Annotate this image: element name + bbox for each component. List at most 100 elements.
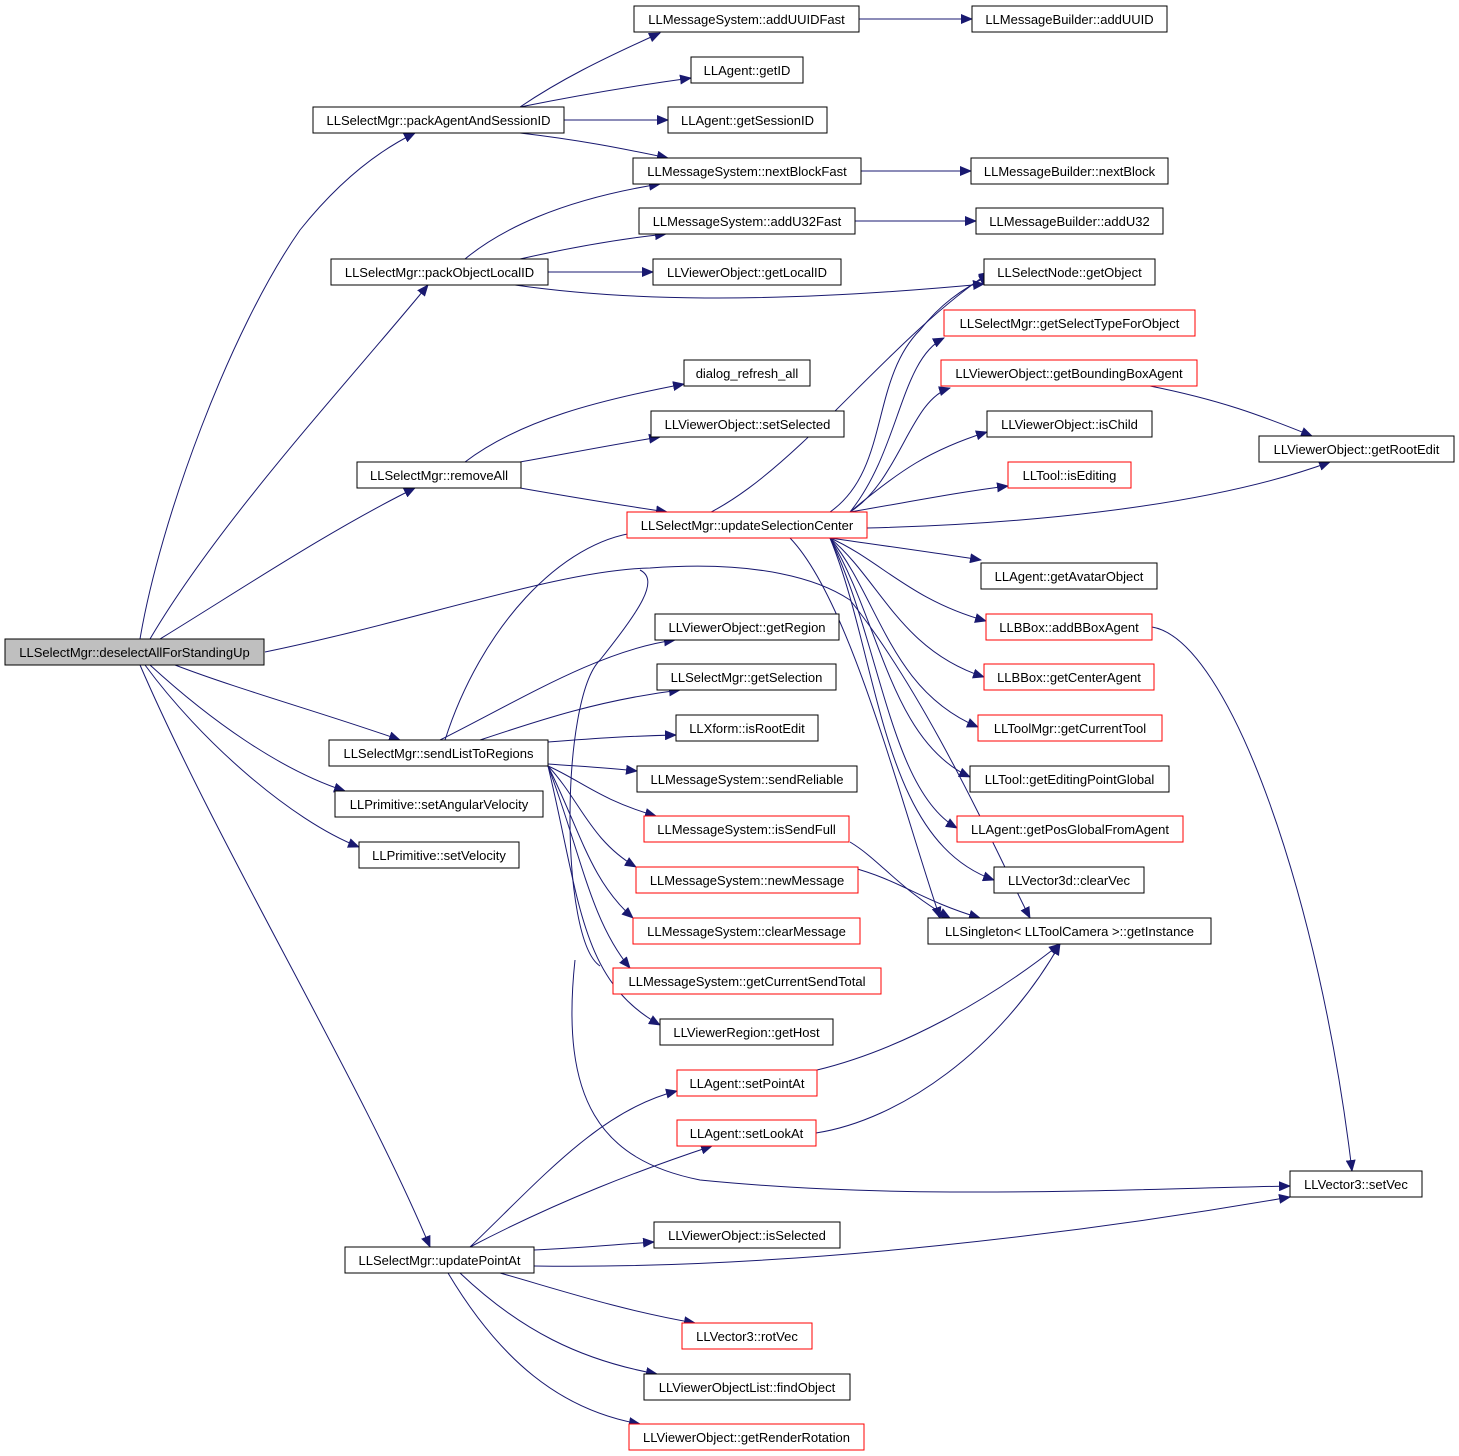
- node-box[interactable]: [980, 562, 1158, 590]
- node-nextBlock[interactable]: LLMessageBuilder::nextBlock: [970, 157, 1169, 185]
- node-box[interactable]: [971, 5, 1168, 33]
- node-box[interactable]: [328, 739, 549, 767]
- node-box[interactable]: [676, 1119, 817, 1147]
- node-getAvatarObj[interactable]: LLAgent::getAvatarObject: [980, 562, 1158, 590]
- node-removeAll[interactable]: LLSelectMgr::removeAll: [356, 461, 522, 489]
- node-addU32Fast[interactable]: LLMessageSystem::addU32Fast: [638, 207, 856, 235]
- node-box[interactable]: [676, 1069, 818, 1097]
- node-box[interactable]: [683, 359, 811, 387]
- node-box[interactable]: [312, 106, 565, 134]
- node-findObject[interactable]: LLViewerObjectList::findObject: [643, 1373, 851, 1401]
- node-box[interactable]: [975, 207, 1164, 235]
- node-getID[interactable]: LLAgent::getID: [690, 56, 804, 84]
- node-box[interactable]: [4, 638, 265, 666]
- node-box[interactable]: [956, 815, 1184, 843]
- node-box[interactable]: [358, 841, 520, 869]
- node-box[interactable]: [344, 1246, 535, 1274]
- node-getObject[interactable]: LLSelectNode::getObject: [983, 258, 1156, 286]
- node-isChild[interactable]: LLViewerObject::isChild: [986, 410, 1153, 438]
- node-getCurSendTotal[interactable]: LLMessageSystem::getCurrentSendTotal: [612, 967, 882, 995]
- node-sendReliable[interactable]: LLMessageSystem::sendReliable: [636, 765, 858, 793]
- node-packAgent[interactable]: LLSelectMgr::packAgentAndSessionID: [312, 106, 565, 134]
- node-addU32[interactable]: LLMessageBuilder::addU32: [975, 207, 1164, 235]
- node-box[interactable]: [656, 663, 837, 691]
- node-isSelected[interactable]: LLViewerObject::isSelected: [653, 1221, 841, 1249]
- node-box[interactable]: [356, 461, 522, 489]
- node-isRootEdit[interactable]: LLXform::isRootEdit: [675, 714, 819, 742]
- node-getInstance[interactable]: LLSingleton< LLToolCamera >::getInstance: [927, 917, 1212, 945]
- node-clearVec[interactable]: LLVector3d::clearVec: [993, 866, 1145, 894]
- node-getHost[interactable]: LLViewerRegion::getHost: [659, 1018, 834, 1046]
- node-rotVec[interactable]: LLVector3::rotVec: [681, 1322, 813, 1350]
- node-box[interactable]: [993, 866, 1145, 894]
- node-box[interactable]: [638, 207, 856, 235]
- node-root[interactable]: LLSelectMgr::deselectAllForStandingUp: [4, 638, 265, 666]
- node-getSessionID[interactable]: LLAgent::getSessionID: [667, 106, 828, 134]
- node-dialogRefresh[interactable]: dialog_refresh_all: [683, 359, 811, 387]
- node-box[interactable]: [927, 917, 1212, 945]
- node-isEditing[interactable]: LLTool::isEditing: [1007, 461, 1132, 489]
- node-isSendFull[interactable]: LLMessageSystem::isSendFull: [643, 815, 850, 843]
- node-box[interactable]: [1258, 435, 1455, 463]
- node-setVec[interactable]: LLVector3::setVec: [1289, 1170, 1423, 1198]
- node-packObj[interactable]: LLSelectMgr::packObjectLocalID: [330, 258, 549, 286]
- node-box[interactable]: [1007, 461, 1132, 489]
- node-box[interactable]: [690, 56, 804, 84]
- node-addUUIDFast[interactable]: LLMessageSystem::addUUIDFast: [633, 5, 860, 33]
- node-clearMessage[interactable]: LLMessageSystem::clearMessage: [632, 917, 861, 945]
- node-getLocalID[interactable]: LLViewerObject::getLocalID: [652, 258, 842, 286]
- node-getRenderRot[interactable]: LLViewerObject::getRenderRotation: [628, 1423, 865, 1451]
- node-box[interactable]: [652, 258, 842, 286]
- node-box[interactable]: [667, 106, 828, 134]
- node-setPointAt[interactable]: LLAgent::setPointAt: [676, 1069, 818, 1097]
- node-getCenterAgent[interactable]: LLBBox::getCenterAgent: [983, 663, 1155, 691]
- node-addUUID[interactable]: LLMessageBuilder::addUUID: [971, 5, 1168, 33]
- node-setVel[interactable]: LLPrimitive::setVelocity: [358, 841, 520, 869]
- node-getPosGlobal[interactable]: LLAgent::getPosGlobalFromAgent: [956, 815, 1184, 843]
- node-box[interactable]: [650, 410, 845, 438]
- node-box[interactable]: [632, 157, 862, 185]
- node-getEditPt[interactable]: LLTool::getEditingPointGlobal: [969, 765, 1170, 793]
- node-getSelection[interactable]: LLSelectMgr::getSelection: [656, 663, 837, 691]
- node-getSelType[interactable]: LLSelectMgr::getSelectTypeForObject: [943, 309, 1196, 337]
- node-box[interactable]: [985, 613, 1153, 641]
- node-box[interactable]: [986, 410, 1153, 438]
- node-box[interactable]: [643, 815, 850, 843]
- node-box[interactable]: [635, 866, 859, 894]
- node-addBBoxAgent[interactable]: LLBBox::addBBoxAgent: [985, 613, 1153, 641]
- node-box[interactable]: [643, 1373, 851, 1401]
- node-box[interactable]: [633, 5, 860, 33]
- node-setSelected[interactable]: LLViewerObject::setSelected: [650, 410, 845, 438]
- node-box[interactable]: [636, 765, 858, 793]
- node-box[interactable]: [970, 157, 1169, 185]
- node-getRootEdit[interactable]: LLViewerObject::getRootEdit: [1258, 435, 1455, 463]
- node-box[interactable]: [632, 917, 861, 945]
- node-box[interactable]: [628, 1423, 865, 1451]
- node-updPoint[interactable]: LLSelectMgr::updatePointAt: [344, 1246, 535, 1274]
- node-getRegion[interactable]: LLViewerObject::getRegion: [654, 613, 840, 641]
- node-updSelCenter[interactable]: LLSelectMgr::updateSelectionCenter: [626, 511, 868, 539]
- node-box[interactable]: [654, 613, 840, 641]
- node-nextBlockFast[interactable]: LLMessageSystem::nextBlockFast: [632, 157, 862, 185]
- node-setAngVel[interactable]: LLPrimitive::setAngularVelocity: [334, 790, 544, 818]
- node-box[interactable]: [653, 1221, 841, 1249]
- node-box[interactable]: [675, 714, 819, 742]
- node-box[interactable]: [681, 1322, 813, 1350]
- node-setLookAt[interactable]: LLAgent::setLookAt: [676, 1119, 817, 1147]
- node-sendList[interactable]: LLSelectMgr::sendListToRegions: [328, 739, 549, 767]
- node-box[interactable]: [983, 663, 1155, 691]
- node-box[interactable]: [626, 511, 868, 539]
- node-box[interactable]: [659, 1018, 834, 1046]
- node-box[interactable]: [330, 258, 549, 286]
- node-box[interactable]: [977, 714, 1163, 742]
- node-box[interactable]: [943, 309, 1196, 337]
- node-box[interactable]: [1289, 1170, 1423, 1198]
- node-getCurTool[interactable]: LLToolMgr::getCurrentTool: [977, 714, 1163, 742]
- node-newMessage[interactable]: LLMessageSystem::newMessage: [635, 866, 859, 894]
- node-box[interactable]: [969, 765, 1170, 793]
- node-getBBoxAgent[interactable]: LLViewerObject::getBoundingBoxAgent: [940, 359, 1198, 387]
- node-box[interactable]: [983, 258, 1156, 286]
- node-box[interactable]: [334, 790, 544, 818]
- node-box[interactable]: [940, 359, 1198, 387]
- node-box[interactable]: [612, 967, 882, 995]
